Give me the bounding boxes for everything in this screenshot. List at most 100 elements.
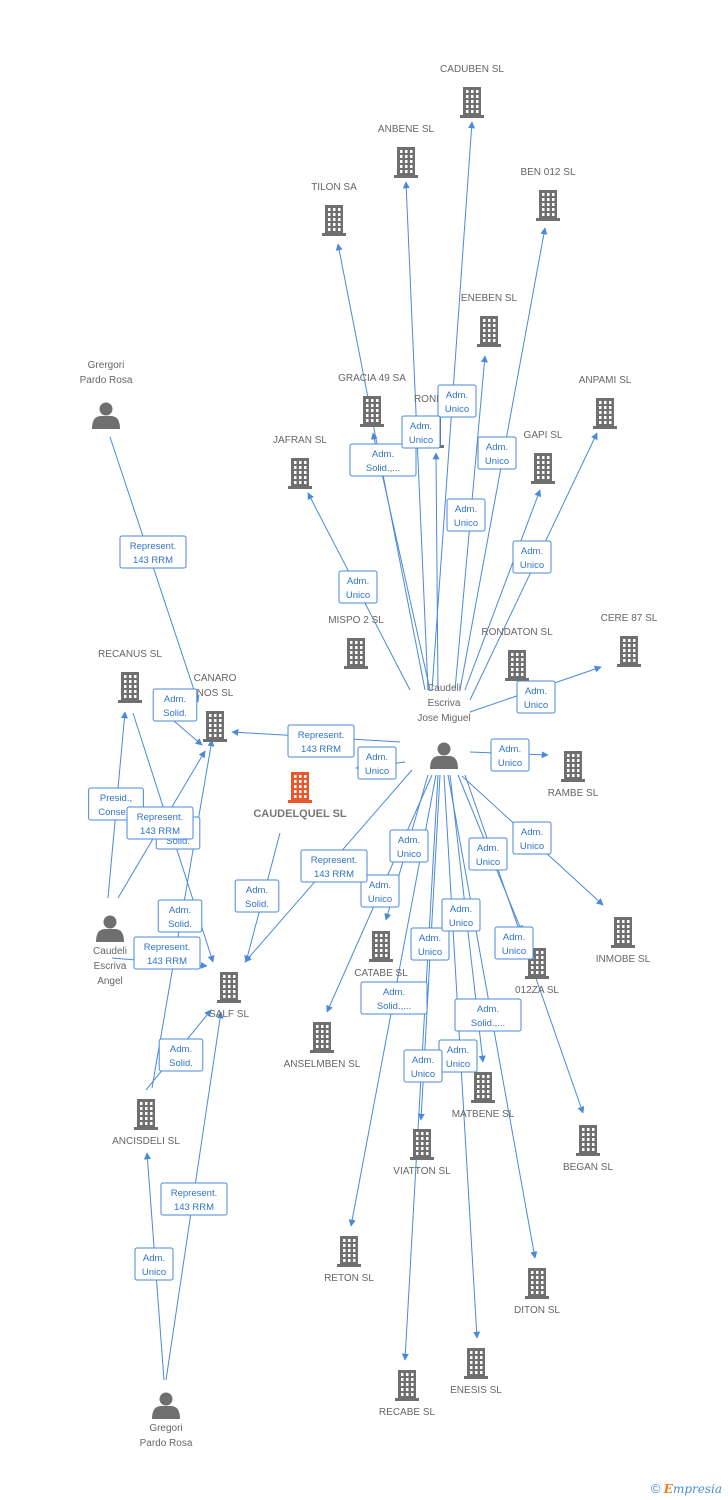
company-node-diton[interactable]: DITON SL bbox=[514, 1268, 560, 1316]
edge-label-text: Unico bbox=[454, 518, 478, 529]
edge-label-text: Adm. bbox=[366, 752, 388, 763]
building-icon bbox=[617, 636, 641, 667]
node-label: RECABE SL bbox=[379, 1407, 436, 1418]
edge-label[interactable]: Adm.Unico bbox=[468, 837, 508, 871]
edge-label-text: Solid. bbox=[245, 899, 269, 910]
node-label: ANBENE SL bbox=[378, 124, 435, 135]
edge-label[interactable]: Adm.Unico bbox=[441, 898, 481, 932]
edge-label[interactable]: Adm.Solid. bbox=[234, 879, 280, 913]
edge-label-text: Unico bbox=[397, 849, 421, 860]
company-node-rambe[interactable]: RAMBE SL bbox=[548, 751, 599, 799]
edge-label[interactable]: Adm.Unico bbox=[516, 680, 556, 714]
edge-label-text: Solid. bbox=[168, 919, 192, 930]
company-node-gapi[interactable]: GAPI SL bbox=[524, 430, 563, 484]
edge-label[interactable]: Adm.Unico bbox=[338, 570, 378, 604]
edge-label-box bbox=[300, 849, 368, 883]
building-icon bbox=[394, 147, 418, 178]
company-node-reton[interactable]: RETON SL bbox=[324, 1236, 374, 1284]
company-node-anselmben[interactable]: ANSELMBEN SL bbox=[284, 1022, 361, 1070]
edge-label[interactable]: Adm.Unico bbox=[437, 384, 477, 418]
edge-label-text: Adm. bbox=[412, 1055, 434, 1066]
edge-label[interactable]: Adm.Unico bbox=[403, 1049, 443, 1083]
edge-label[interactable]: Adm.Unico bbox=[438, 1039, 478, 1073]
edge-label-text: Unico bbox=[449, 918, 473, 929]
building-icon bbox=[525, 1268, 549, 1299]
company-node-ben012[interactable]: BEN 012 SL bbox=[520, 167, 576, 221]
company-node-recabe[interactable]: RECABE SL bbox=[379, 1370, 436, 1418]
edge-label[interactable]: Adm.Solid.,... bbox=[349, 443, 417, 477]
edge-label-box bbox=[401, 415, 441, 449]
company-node-inmobe[interactable]: INMOBE SL bbox=[596, 917, 651, 965]
node-label: CAUDELQUEL SL bbox=[253, 808, 347, 820]
edge-label[interactable]: Adm.Unico bbox=[389, 829, 429, 863]
node-label: CADUBEN SL bbox=[440, 64, 504, 75]
brand-footer[interactable]: © Empresia bbox=[651, 1481, 722, 1496]
edge-label[interactable]: Adm.Solid.,... bbox=[360, 981, 428, 1015]
edge-label[interactable]: Represent.143 RRM bbox=[160, 1182, 228, 1216]
edge-label[interactable]: Adm.Unico bbox=[401, 415, 441, 449]
company-node-tilon[interactable]: TILON SA bbox=[311, 182, 357, 236]
node-label: RETON SL bbox=[324, 1273, 374, 1284]
edge-label-box bbox=[454, 998, 522, 1032]
edge-label[interactable]: Adm.Unico bbox=[360, 874, 400, 908]
edge-label[interactable]: Adm.Unico bbox=[357, 746, 397, 780]
edge-label[interactable]: Adm.Unico bbox=[512, 540, 552, 574]
building-icon bbox=[369, 931, 393, 962]
edge-label[interactable]: Represent.143 RRM bbox=[287, 724, 355, 758]
node-label: TILON SA bbox=[311, 182, 357, 193]
building-icon bbox=[337, 1236, 361, 1267]
node-label: NOS SL bbox=[197, 688, 234, 699]
edge-label-box bbox=[133, 936, 201, 970]
company-node-cere87[interactable]: CERE 87 SL bbox=[601, 613, 658, 667]
company-node-catabe[interactable]: CATABE SL bbox=[354, 931, 408, 979]
company-node-salf[interactable]: SALF SL bbox=[209, 972, 249, 1020]
edge-label[interactable]: Adm.Unico bbox=[512, 821, 552, 855]
edge-label-text: Unico bbox=[445, 404, 469, 415]
company-node-viatton[interactable]: VIATTON SL bbox=[393, 1129, 451, 1177]
company-node-ancisdeli[interactable]: ANCISDELI SL bbox=[112, 1099, 180, 1147]
edge-label[interactable]: Represent.143 RRM bbox=[126, 806, 194, 840]
edge-label-box bbox=[437, 384, 477, 418]
edge-label[interactable]: Adm.Unico bbox=[134, 1247, 174, 1281]
edge-label-text: Unico bbox=[346, 590, 370, 601]
edge-label[interactable]: Adm.Solid. bbox=[157, 899, 203, 933]
company-node-mispo[interactable]: MISPO 2 SL bbox=[328, 615, 384, 669]
edge-label[interactable]: Adm.Unico bbox=[410, 927, 450, 961]
company-node-caduben[interactable]: CADUBEN SL bbox=[440, 64, 504, 118]
edge-label-box bbox=[360, 981, 428, 1015]
edge-label[interactable]: Adm.Unico bbox=[494, 926, 534, 960]
company-node-enesis[interactable]: ENESIS SL bbox=[450, 1348, 502, 1396]
edge-label[interactable]: Adm.Unico bbox=[477, 436, 517, 470]
edge-label[interactable]: Adm.Unico bbox=[490, 738, 530, 772]
edge-label[interactable]: Represent.143 RRM bbox=[119, 535, 187, 569]
edge-label[interactable]: Adm.Solid.,... bbox=[454, 998, 522, 1032]
edge-label-text: Represent. bbox=[311, 855, 357, 866]
company-node-began[interactable]: BEGAN SL bbox=[563, 1125, 613, 1173]
edge-label[interactable]: Adm.Solid. bbox=[152, 688, 198, 722]
edge-label-box bbox=[157, 899, 203, 933]
edge-label-text: Adm. bbox=[164, 694, 186, 705]
company-node-rondaton[interactable]: RONDATON SL bbox=[481, 627, 553, 681]
company-node-gracia[interactable]: GRACIA 49 SA bbox=[338, 373, 406, 427]
company-node-eneben[interactable]: ENEBEN SL bbox=[461, 293, 518, 347]
node-label: DITON SL bbox=[514, 1305, 560, 1316]
edge-label[interactable]: Represent.143 RRM bbox=[133, 936, 201, 970]
company-node-caudelquel[interactable]: CAUDELQUEL SL bbox=[253, 772, 347, 820]
company-node-anpami[interactable]: ANPAMI SL bbox=[579, 375, 632, 429]
edge-label[interactable]: Represent.143 RRM bbox=[300, 849, 368, 883]
edge-label-text: 143 RRM bbox=[147, 956, 187, 967]
company-node-matbene[interactable]: MATBENE SL bbox=[452, 1072, 515, 1120]
edge-label-text: Solid.,... bbox=[366, 463, 400, 474]
edge-label[interactable]: Adm.Unico bbox=[446, 498, 486, 532]
edge-label-text: Adm. bbox=[170, 1044, 192, 1055]
edge-label[interactable]: Adm.Solid. bbox=[158, 1038, 204, 1072]
company-node-recanus[interactable]: RECANUS SL bbox=[98, 649, 162, 703]
company-node-anbene[interactable]: ANBENE SL bbox=[378, 124, 435, 178]
company-node-jafran[interactable]: JAFRAN SL bbox=[273, 435, 327, 489]
edge-label-box bbox=[512, 821, 552, 855]
